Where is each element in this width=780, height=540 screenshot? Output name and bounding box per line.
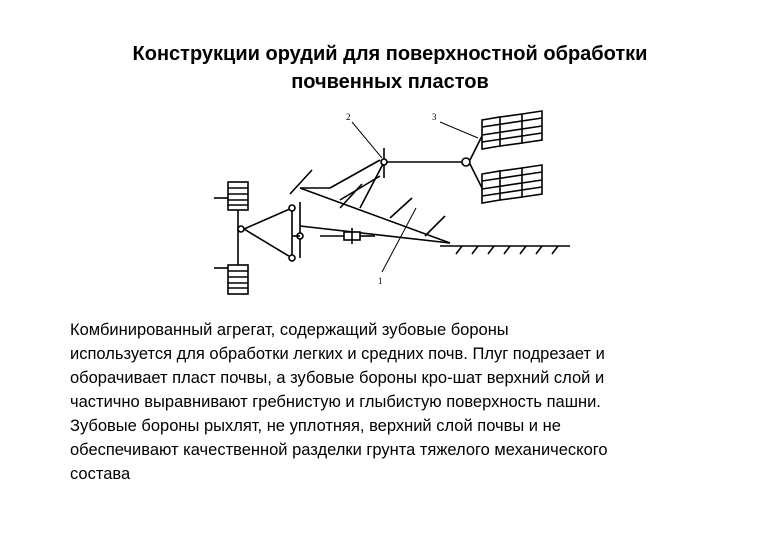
description-line-1: Комбинированный агрегат, содержащий зубо… <box>70 321 509 339</box>
plough-beam <box>299 159 451 244</box>
title-line-2: почвенных пластов <box>291 71 489 93</box>
description-line-6: обеспечивают качественной разделки грунт… <box>70 441 608 459</box>
description-line-4: частично выравнивают гребнистую и глыбис… <box>70 393 601 411</box>
description-text: Комбинированный агрегат, содержащий зубо… <box>70 318 740 486</box>
title-line-1: Конструкции орудий для поверхностной обр… <box>132 43 648 65</box>
leader-lines <box>351 121 479 273</box>
slide-title: Конструкции орудий для поверхностной обр… <box>40 40 740 96</box>
tractor-wheel-top <box>214 181 249 211</box>
coupler <box>320 228 375 244</box>
plough-bodies <box>289 169 446 237</box>
tractor-frame <box>237 210 245 265</box>
harrow-section-bottom <box>481 164 543 204</box>
tractor-wheel-bottom <box>214 264 249 295</box>
description-line-2: используется для обработки легких и сред… <box>70 345 605 363</box>
description-line-7: состава <box>70 465 131 483</box>
harrow-drawbar <box>380 135 483 189</box>
harrow-section-top <box>481 110 543 150</box>
description-line-3: оборачивает пласт почвы, а зубовые борон… <box>70 369 605 387</box>
description-line-5: Зубовые бороны рыхлят, не уплотняя, верх… <box>70 417 561 435</box>
label-part-1: 1 <box>378 276 383 286</box>
combined-unit-diagram: 2 3 1 <box>214 110 570 295</box>
label-part-3: 3 <box>432 112 437 122</box>
hitch-linkage <box>243 202 304 262</box>
ground-line <box>440 245 570 255</box>
label-part-2: 2 <box>346 112 351 122</box>
